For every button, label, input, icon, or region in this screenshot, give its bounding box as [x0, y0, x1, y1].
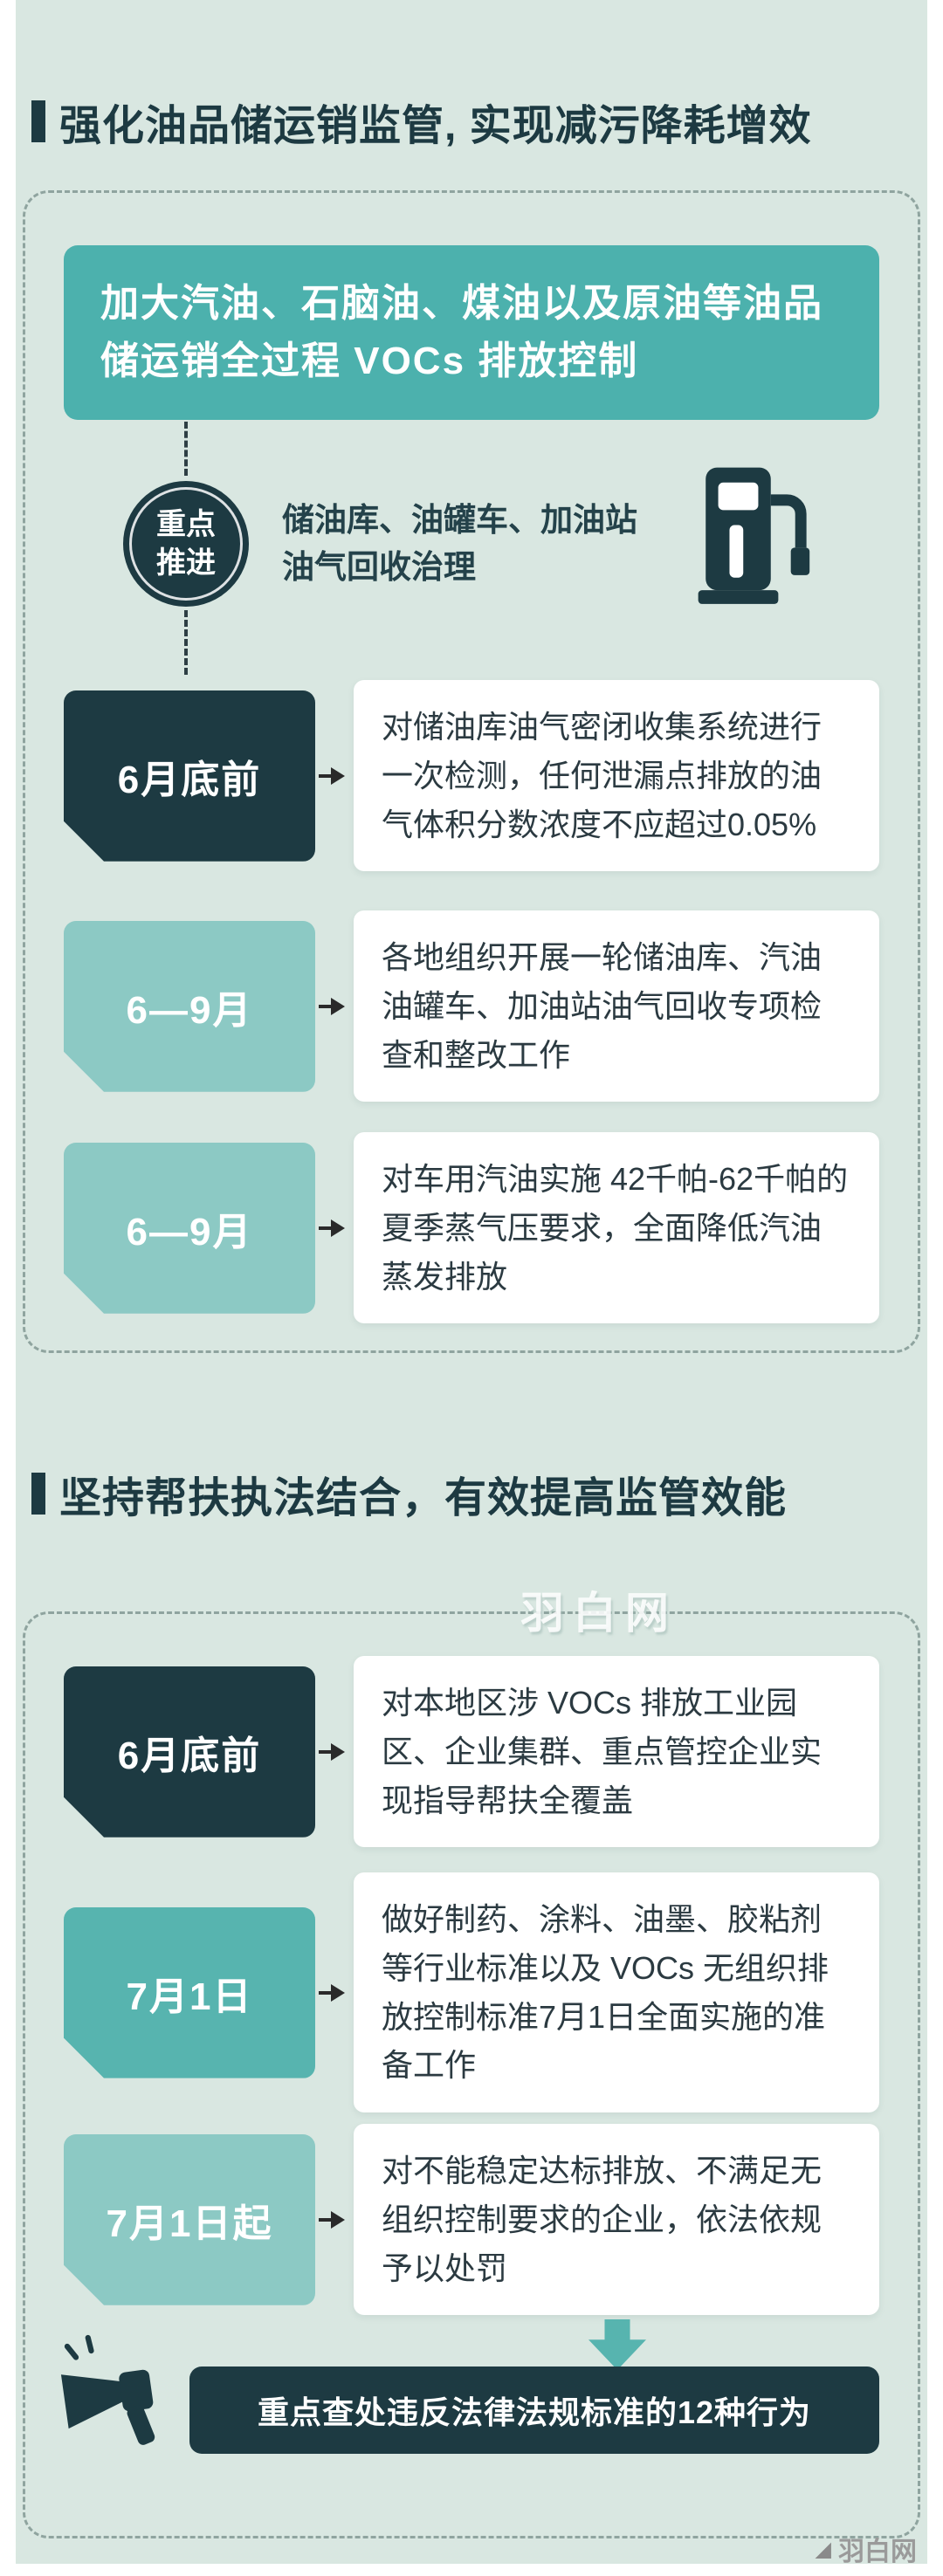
timeline-card: 对不能稳定达标排放、不满足无组织控制要求的企业，依法依规予以处罚	[354, 2124, 879, 2316]
watermark: 羽白网	[520, 1589, 678, 1638]
header-accent-bar	[31, 1473, 45, 1515]
timeline-card: 对本地区涉 VOCs 排放工业园区、企业集群、重点管控企业实现指导帮扶全覆盖	[354, 1656, 879, 1848]
timeline-row: 6月底前 对本地区涉 VOCs 排放工业园区、企业集群、重点管控企业实现指导帮扶…	[64, 1656, 879, 1848]
timeline-date-badge: 6—9月	[64, 1143, 315, 1314]
focus-text: 储油库、油罐车、加油站油气回收治理	[282, 502, 637, 585]
focus-row: 重点推进 储油库、油罐车、加油站油气回收治理	[123, 481, 666, 607]
site-logo: ◢ 羽白网	[816, 2530, 917, 2568]
section2-title: 坚持帮扶执法结合，有效提高监管效能	[59, 1475, 788, 1522]
timeline-date-badge: 6—9月	[64, 921, 315, 1092]
dashed-connector	[184, 610, 188, 675]
timeline-card: 做好制药、涂料、油墨、胶粘剂等行业标准以及 VOCs 无组织排放控制标准7月1日…	[354, 1872, 879, 2113]
section1-banner: 加大汽油、石脑油、煤油以及原油等油品储运销全过程 VOCs 排放控制	[64, 245, 879, 420]
conclusion-bar: 重点查处违反法律法规标准的12种行为	[189, 2366, 879, 2454]
timeline-row: 6—9月 各地组织开展一轮储油库、汽油油罐车、加油站油气回收专项检查和整改工作	[64, 910, 879, 1103]
arrow-down-icon	[589, 2319, 646, 2370]
focus-badge: 重点推进	[123, 481, 249, 607]
arrow-right-icon	[315, 1219, 354, 1237]
site-logo-text: 羽白网	[838, 2538, 917, 2566]
timeline-row: 7月1日 做好制药、涂料、油墨、胶粘剂等行业标准以及 VOCs 无组织排放控制标…	[64, 1872, 879, 2113]
section1-container: 加大汽油、石脑油、煤油以及原油等油品储运销全过程 VOCs 排放控制 重点推进 …	[23, 190, 920, 1353]
section1-header: 强化油品储运销监管, 实现减污降耗增效	[31, 91, 812, 152]
section1-title: 强化油品储运销监管, 实现减污降耗增效	[59, 103, 812, 149]
timeline-card: 对车用汽油实施 42千帕-62千帕的夏季蒸气压要求，全面降低汽油蒸发排放	[354, 1132, 879, 1324]
timeline-card: 各地组织开展一轮储油库、汽油油罐车、加油站油气回收专项检查和整改工作	[354, 910, 879, 1103]
timeline-date-badge: 7月1日	[64, 1907, 315, 2078]
megaphone-icon	[60, 2334, 155, 2445]
arrow-right-icon	[315, 2211, 354, 2229]
section2-container: 6月底前 对本地区涉 VOCs 排放工业园区、企业集群、重点管控企业实现指导帮扶…	[23, 1611, 920, 2538]
timeline-row: 7月1日起 对不能稳定达标排放、不满足无组织控制要求的企业，依法依规予以处罚	[64, 2124, 879, 2316]
timeline-row: 6月底前 对储油库油气密闭收集系统进行一次检测，任何泄漏点排放的油气体积分数浓度…	[64, 680, 879, 872]
fuel-pump-icon	[698, 467, 810, 604]
timeline-date-badge: 6月底前	[64, 1666, 315, 1838]
timeline-row: 6—9月 对车用汽油实施 42千帕-62千帕的夏季蒸气压要求，全面降低汽油蒸发排…	[64, 1132, 879, 1324]
timeline-card: 对储油库油气密闭收集系统进行一次检测，任何泄漏点排放的油气体积分数浓度不应超过0…	[354, 680, 879, 872]
arrow-right-icon	[315, 1984, 354, 2002]
site-logo-icon: ◢	[815, 2537, 831, 2561]
arrow-right-icon	[315, 767, 354, 785]
timeline-date-badge: 7月1日起	[64, 2134, 315, 2305]
arrow-right-icon	[315, 998, 354, 1015]
timeline-date-badge: 6月底前	[64, 690, 315, 862]
header-accent-bar	[31, 100, 45, 142]
focus-badge-label: 重点推进	[156, 507, 216, 580]
arrow-right-icon	[315, 1743, 354, 1761]
dashed-connector	[184, 422, 188, 476]
section2-header: 坚持帮扶执法结合，有效提高监管效能	[31, 1463, 787, 1524]
